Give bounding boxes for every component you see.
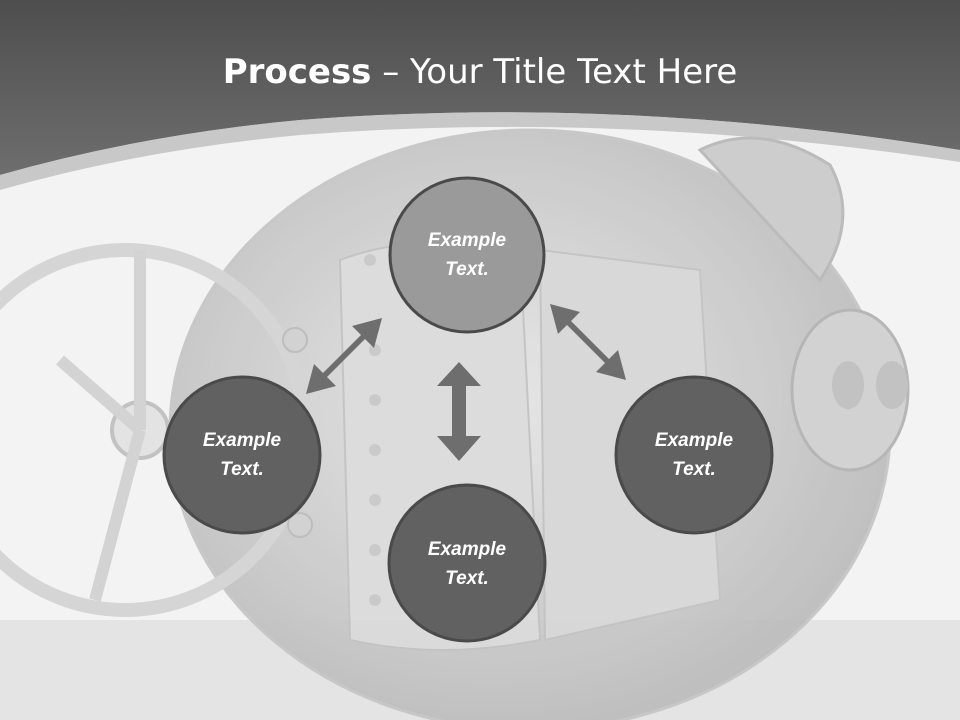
title-bold: Process [222, 52, 372, 92]
process-node-bottom [387, 483, 547, 643]
node-text-line1: Example [427, 230, 507, 251]
node-text-line2: Text. [220, 459, 264, 480]
title-rest: – Your Title Text Here [371, 52, 738, 92]
node-text-line1: Example [654, 430, 734, 451]
slide-title: Process – Your Title Text Here [0, 52, 960, 92]
process-node-left [162, 375, 322, 535]
node-label-top: Example Text. [392, 226, 542, 284]
arrow-top-left [306, 318, 382, 394]
node-text-line2: Text. [445, 259, 489, 280]
arrow-top-right [550, 304, 626, 380]
header-swoosh [0, 112, 960, 190]
process-node-top [388, 176, 546, 334]
header-band [0, 0, 960, 175]
node-label-bottom: Example Text. [392, 535, 542, 593]
node-label-right: Example Text. [619, 426, 769, 484]
node-text-line1: Example [427, 539, 507, 560]
node-text-line2: Text. [672, 459, 716, 480]
node-text-line1: Example [202, 430, 282, 451]
node-text-line2: Text. [445, 568, 489, 589]
node-label-left: Example Text. [167, 426, 317, 484]
arrow-vertical [437, 362, 481, 461]
process-node-right [614, 375, 774, 535]
